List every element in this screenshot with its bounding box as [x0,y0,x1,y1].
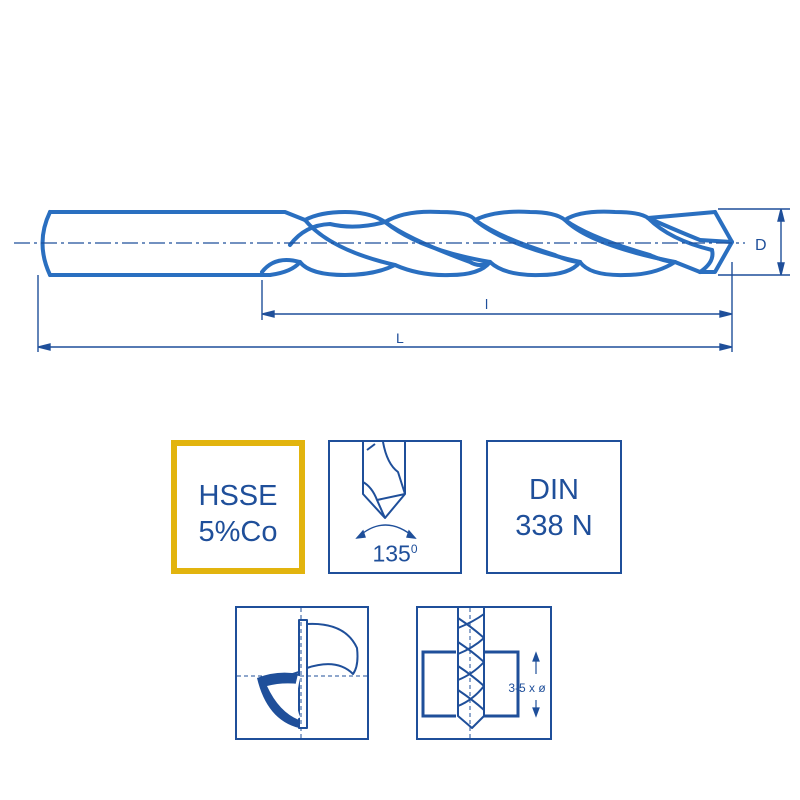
diameter-label: D [755,237,767,254]
drill-dimension-drawing: l L D [14,208,790,352]
cross-section-fill [257,672,299,728]
drill-cross-section-icon [237,608,367,738]
flute-length-label: l [485,296,488,312]
drilling-depth-badge: 3-5 x ø [416,606,552,740]
cross-section-badge [235,606,369,740]
standard-line-2: 338 N [515,510,593,542]
point-angle-unit: 0 [410,542,418,556]
point-angle-value: 135 [372,540,411,567]
drill-point-icon [355,442,417,539]
point-angle-badge: 1350 [328,440,462,574]
material-line-2: 5%Co [198,516,278,548]
drill-body [40,209,734,278]
material-badge: HSSE 5%Co [171,440,305,574]
standard-badge: DIN 338 N [486,440,622,574]
depth-label: 3-5 x ø [508,681,546,695]
standard-line-1: DIN [529,474,579,506]
drilling-depth-icon [421,608,540,738]
material-line-1: HSSE [198,480,278,512]
total-length-label: L [396,330,404,346]
dimension-lines [37,208,790,352]
